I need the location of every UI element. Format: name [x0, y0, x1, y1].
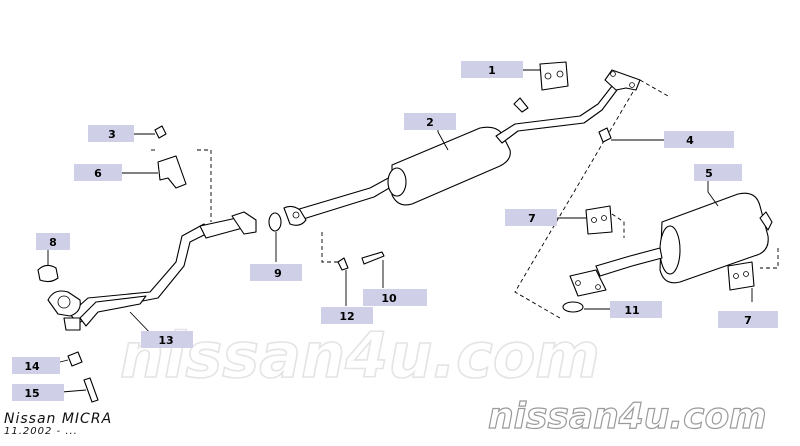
svg-text:15: 15: [24, 387, 39, 400]
nut-12: [337, 257, 349, 271]
callout-6: 6: [74, 164, 122, 181]
mount-rubber-7a: [585, 205, 613, 235]
callout-10: 10: [363, 289, 427, 306]
rear-muffler-assembly: [569, 192, 773, 297]
callout-12: 12: [321, 307, 373, 324]
group-outline-mount-right: [611, 213, 625, 238]
bracket-6: [157, 155, 187, 189]
callout-4: 4: [664, 131, 734, 148]
stud-10: [361, 251, 385, 265]
svg-text:2: 2: [426, 116, 434, 129]
callout-14: 14: [12, 357, 60, 374]
bolt-3: [154, 125, 167, 139]
svg-text:3: 3: [108, 128, 116, 141]
stud-15: [83, 377, 99, 403]
svg-text:4: 4: [686, 134, 694, 147]
watermark-bottom-right: nissan4u.com: [488, 396, 767, 437]
svg-text:14: 14: [24, 360, 40, 373]
gasket-11: [562, 301, 584, 313]
svg-text:7: 7: [528, 212, 536, 225]
svg-text:13: 13: [158, 334, 173, 347]
mount-rubber-1: [539, 61, 569, 91]
svg-text:11: 11: [624, 304, 639, 317]
callout-9: 9: [250, 264, 302, 281]
model-name: Nissan MICRA: [4, 411, 113, 427]
group-outline-bolts: [321, 232, 338, 263]
svg-text:9: 9: [274, 267, 282, 280]
group-outline-mount-7b: [760, 248, 779, 269]
model-caption: Nissan MICRA 11.2002 - ...: [4, 412, 112, 437]
callout-8: 8: [36, 233, 70, 250]
front-pipe-assembly: [47, 211, 257, 331]
group-outline-rear-right: [639, 79, 669, 97]
svg-text:5: 5: [705, 167, 713, 180]
callout-3: 3: [88, 125, 134, 142]
callout-2: 2: [404, 113, 456, 130]
callout-13: 13: [141, 331, 193, 348]
callout-7-upper: 7: [505, 209, 557, 226]
callout-11: 11: [610, 301, 662, 318]
group-outline-rear: [514, 79, 641, 319]
svg-text:7: 7: [744, 314, 752, 327]
svg-text:1: 1: [488, 64, 496, 77]
gasket-9: [268, 212, 282, 232]
group-outline-front: [197, 149, 212, 222]
svg-text:10: 10: [381, 292, 397, 305]
svg-text:8: 8: [49, 236, 57, 249]
svg-text:12: 12: [339, 310, 354, 323]
callout-15: 15: [12, 384, 64, 401]
center-muffler-assembly: [283, 69, 641, 226]
callout-1: 1: [461, 61, 523, 78]
svg-text:6: 6: [94, 167, 102, 180]
callout-5: 5: [694, 164, 742, 181]
callout-7-lower: 7: [718, 311, 778, 328]
nut-14: [67, 351, 83, 367]
nut-8: [37, 264, 59, 283]
watermark-center: nissan4u.com: [120, 319, 600, 392]
nut-4: [598, 127, 612, 143]
mount-rubber-7b: [727, 261, 755, 291]
model-date: 11.2002 - ...: [4, 425, 78, 437]
